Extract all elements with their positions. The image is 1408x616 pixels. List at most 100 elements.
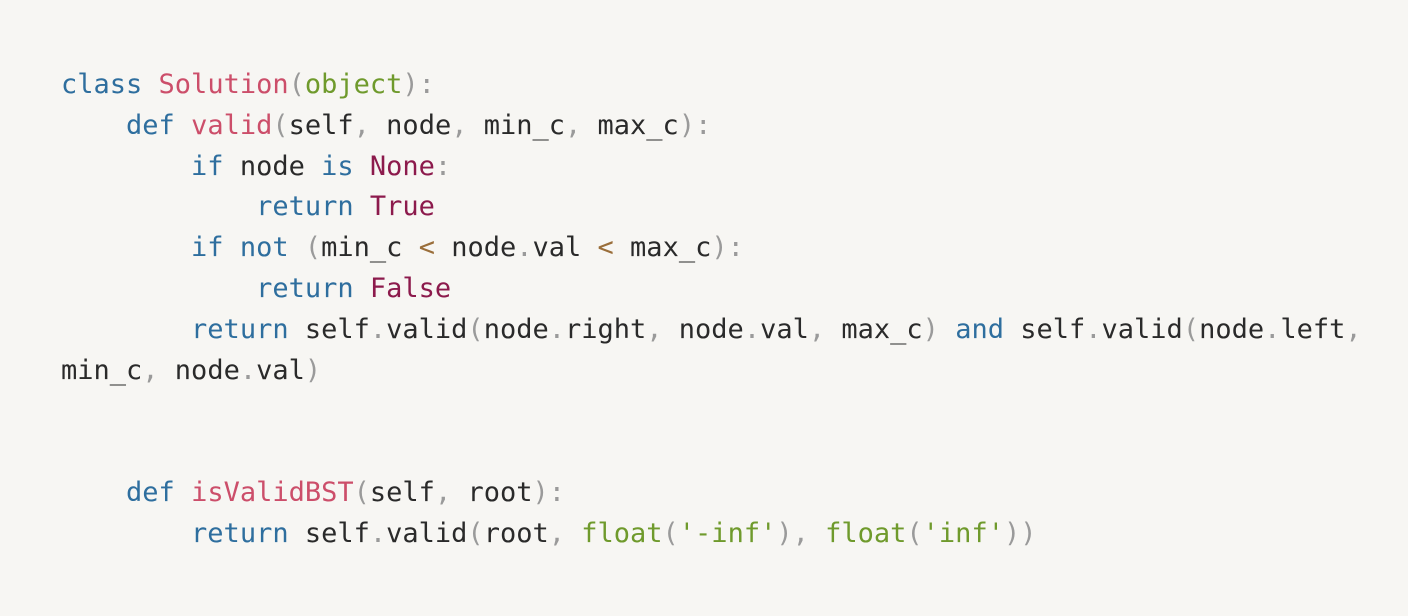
punctuation-token: ( <box>467 517 484 549</box>
code-text-token <box>939 314 955 345</box>
punctuation-token: ( <box>288 69 305 100</box>
constant-token: None <box>369 150 435 182</box>
function-name-token: isValidBST <box>191 476 354 508</box>
code-text-token <box>809 518 825 549</box>
code-line <box>61 432 1381 473</box>
code-line: if not (min_c < node.val < max_c): <box>61 228 1381 269</box>
code-text-token: node <box>1199 313 1265 345</box>
punctuation-token: ( <box>272 109 289 141</box>
code-text-token <box>61 273 256 304</box>
code-text-token: val <box>760 313 809 345</box>
code-line: min_c, node.val) <box>61 351 1381 392</box>
builtin-token: float <box>825 517 907 549</box>
punctuation-token: : <box>434 150 452 182</box>
punctuation-token: ): <box>711 232 744 264</box>
punctuation-token: ), <box>776 517 809 549</box>
code-text-token: self <box>288 313 370 345</box>
keyword-token: def <box>126 476 175 508</box>
code-text-token: node <box>662 313 744 345</box>
code-text-token <box>354 151 370 182</box>
function-name-token: valid <box>191 109 273 141</box>
code-line: return False <box>61 269 1381 310</box>
keyword-token: return <box>256 272 354 304</box>
punctuation-token: , <box>1345 313 1362 345</box>
operator-token: < <box>418 232 435 264</box>
punctuation-token: ( <box>353 476 370 508</box>
code-text-token: max_c <box>613 232 712 264</box>
code-line <box>61 391 1381 432</box>
operator-token: < <box>597 232 614 264</box>
code-text-token <box>61 191 256 222</box>
keyword-token: class <box>61 69 143 100</box>
punctuation-token: . <box>1085 313 1102 345</box>
code-text-token <box>61 477 126 508</box>
builtin-token: object <box>304 69 403 100</box>
code-text-token: node <box>158 354 240 386</box>
code-text-token: right <box>564 313 647 345</box>
punctuation-token: ): <box>402 69 435 100</box>
code-text-token: min_c <box>61 354 143 386</box>
function-name-token: Solution <box>158 69 289 100</box>
string-token: 'inf' <box>922 517 1004 549</box>
punctuation-token: . <box>516 232 533 264</box>
code-text-token <box>142 69 158 100</box>
code-text-token <box>354 191 370 222</box>
code-text-token <box>175 477 191 508</box>
keyword-token: def <box>126 109 175 141</box>
punctuation-token: , <box>548 517 565 549</box>
code-text-token: max_c <box>825 313 923 345</box>
code-text-token <box>175 110 191 141</box>
code-text-token: max_c <box>581 109 679 141</box>
code-text-token: min_c <box>321 232 419 264</box>
punctuation-token: . <box>369 313 387 345</box>
punctuation-token: , <box>142 354 159 386</box>
keyword-token: return <box>191 313 289 345</box>
code-line: return self.valid(node.right, node.val, … <box>61 310 1381 351</box>
code-text-token <box>61 232 191 263</box>
code-text-token: self <box>288 517 370 549</box>
punctuation-token: . <box>239 354 257 386</box>
keyword-token: and <box>955 313 1004 345</box>
code-text-token <box>61 151 191 182</box>
constant-token: True <box>369 191 435 223</box>
punctuation-token: ( <box>1182 313 1200 345</box>
punctuation-token: , <box>353 109 370 141</box>
code-text-token: node <box>223 150 322 182</box>
code-line: return self.valid(root, float('-inf'), f… <box>61 514 1381 555</box>
keyword-token: return <box>191 517 289 549</box>
keyword-token: if <box>191 232 224 264</box>
keyword-token: is <box>321 150 354 182</box>
code-text-token <box>289 232 305 263</box>
punctuation-token: ) <box>304 354 322 386</box>
punctuation-token: ) <box>922 313 939 345</box>
string-token: '-inf' <box>678 517 777 549</box>
code-text-token <box>354 273 370 304</box>
punctuation-token: . <box>1264 313 1281 345</box>
punctuation-token: . <box>548 313 565 345</box>
code-text-token: valid <box>386 517 468 549</box>
punctuation-token: ( <box>906 517 923 549</box>
punctuation-token: , <box>646 313 663 345</box>
punctuation-token: , <box>565 109 582 141</box>
code-text-token: self <box>288 109 354 141</box>
code-text-token: valid <box>1101 313 1183 345</box>
builtin-token: float <box>581 517 663 549</box>
punctuation-token: )) <box>1003 517 1037 549</box>
punctuation-token: , <box>808 313 826 345</box>
punctuation-token: ): <box>532 476 565 508</box>
code-text-token: node <box>434 232 517 264</box>
code-text-token: valid <box>386 313 468 345</box>
punctuation-token: , <box>451 109 468 141</box>
code-block: class Solution(object): def valid(self, … <box>61 65 1381 555</box>
keyword-token: return <box>256 191 354 223</box>
punctuation-token: ): <box>678 109 712 141</box>
code-text-token: self <box>1003 313 1086 345</box>
code-text-token: node <box>483 313 549 345</box>
code-text-token: val <box>256 354 305 386</box>
code-text-token: self <box>369 476 435 508</box>
code-text-token <box>61 314 191 345</box>
punctuation-token: ( <box>304 232 322 264</box>
code-line: def valid(self, node, min_c, max_c): <box>61 106 1381 147</box>
code-text-token: root <box>451 476 533 508</box>
code-text-token: node <box>369 109 452 141</box>
